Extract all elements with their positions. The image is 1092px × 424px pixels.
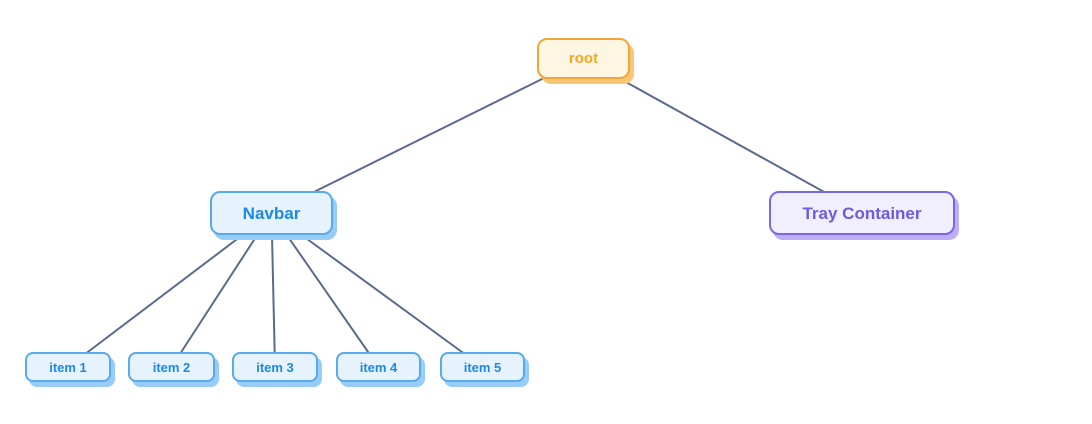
node-item-1[interactable]: item 1 — [25, 352, 111, 382]
node-root-label: root — [568, 50, 599, 67]
node-item-3-label: item 3 — [256, 359, 294, 375]
node-item-3[interactable]: item 3 — [232, 352, 318, 382]
edge-navbar-to-item-2 — [170, 212, 273, 368]
node-item-1-label: item 1 — [49, 359, 87, 375]
edge-navbar-to-item-1 — [67, 212, 273, 368]
edge-navbar-to-item-3 — [270, 212, 276, 368]
node-item-5-label: item 5 — [463, 359, 502, 375]
node-tray-container[interactable]: Tray Container — [769, 191, 955, 235]
node-item-2[interactable]: item 2 — [128, 352, 215, 382]
edge-root-to-tray-container — [582, 57, 863, 214]
edge-navbar-to-item-4 — [270, 212, 380, 368]
node-item-5[interactable]: item 5 — [440, 352, 525, 382]
node-item-2-label: item 2 — [152, 359, 191, 375]
node-root[interactable]: root — [537, 38, 630, 79]
edge-root-to-navbar — [270, 57, 585, 214]
edge-navbar-to-item-5 — [270, 212, 484, 368]
node-item-4-label: item 4 — [359, 359, 398, 375]
node-item-4[interactable]: item 4 — [336, 352, 421, 382]
node-navbar-label: Navbar — [242, 203, 301, 223]
node-navbar[interactable]: Navbar — [210, 191, 333, 235]
node-tray-container-label: Tray Container — [802, 203, 922, 223]
